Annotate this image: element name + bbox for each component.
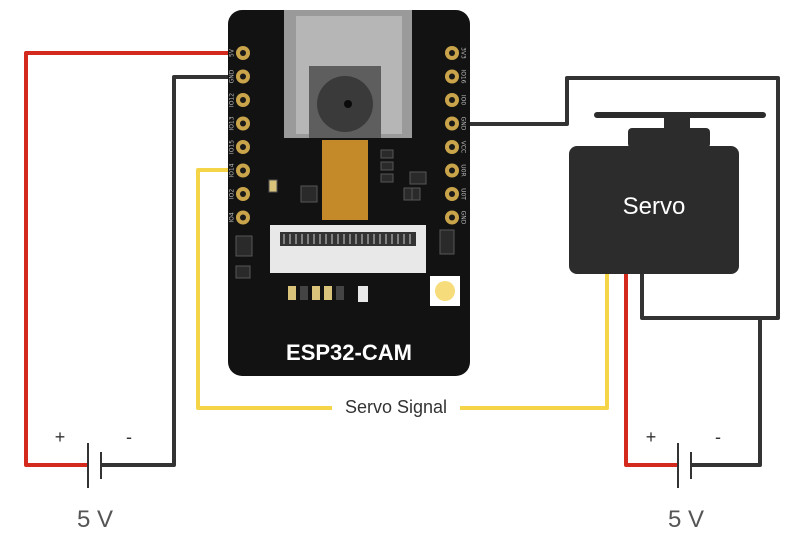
fpc-contacts [283, 234, 411, 244]
board-ground-to-servo-wire [462, 76, 780, 320]
right-battery: + - 5 V [646, 427, 737, 533]
left-pin-label: IO15 [229, 140, 236, 154]
left-pin-label: IO2 [229, 189, 236, 199]
signal-label-bg [332, 396, 460, 418]
right-pin-label: GND [460, 117, 467, 131]
right-battery-minus: - [715, 427, 721, 447]
right-pin-hole [449, 214, 455, 221]
left-pin-hole [240, 191, 246, 197]
left-pin-hole [240, 214, 246, 221]
right-pin-label: IO0 [460, 95, 467, 105]
left-pin-label: GND [229, 69, 236, 83]
right-pin-label: VCC [460, 141, 467, 153]
right-pin-hole [449, 167, 455, 174]
fpc-connector-slot [280, 232, 416, 246]
left-pin-label: IO4 [229, 212, 236, 222]
right-power-wire [624, 272, 650, 467]
servo-top-mount [628, 128, 710, 148]
wires [24, 51, 780, 467]
right-pin-hole [449, 191, 455, 197]
bottom-pads [288, 286, 368, 302]
servo-horn [594, 112, 766, 118]
left-pin-hole [240, 50, 246, 56]
left-ground-wire [150, 75, 240, 467]
left-battery-voltage: 5 V [77, 506, 113, 533]
servo-signal-wire [196, 168, 609, 410]
right-pin-label: U0R [460, 164, 467, 176]
smd-components [235, 149, 455, 279]
left-pin-label: IO13 [229, 116, 236, 130]
left-pin-hole [240, 167, 246, 174]
flash-led-core [435, 281, 455, 301]
left-pin-label: IO14 [229, 163, 236, 177]
right-pin-label: 3V3 [460, 47, 467, 59]
camera-lens-center [344, 100, 352, 108]
right-pin-hole [449, 73, 455, 80]
right-pin-hole [449, 50, 455, 56]
right-pin-hole [449, 120, 455, 127]
left-battery-plus: + [55, 427, 66, 447]
left-pin-label: IO12 [229, 93, 236, 107]
servo-body [569, 146, 739, 274]
left-pin-label: 5V [229, 48, 236, 57]
servo-label: Servo [623, 193, 686, 220]
right-battery-voltage: 5 V [668, 506, 704, 533]
board-name: ESP32-CAM [286, 340, 412, 365]
right-battery-plus: + [646, 427, 657, 447]
left-pin-hole [240, 97, 246, 103]
right-ground-wire [737, 318, 762, 467]
left-pin-hole [240, 144, 246, 150]
right-pin-hole [449, 97, 455, 103]
left-power-wire [24, 51, 240, 467]
servo-shaft [664, 116, 690, 130]
right-pin-label: IO16 [460, 69, 467, 83]
right-pin-label: U0T [460, 188, 467, 200]
signal-label: Servo Signal [345, 397, 447, 417]
right-pin-label: GND [460, 211, 467, 225]
servo: Servo [569, 112, 766, 274]
left-pin-hole [240, 120, 246, 127]
left-battery-minus: - [126, 427, 132, 447]
camera-ribbon [322, 140, 368, 220]
left-battery: + - 5 V [40, 427, 150, 533]
left-pin-hole [240, 73, 246, 80]
right-pin-hole [449, 144, 455, 150]
